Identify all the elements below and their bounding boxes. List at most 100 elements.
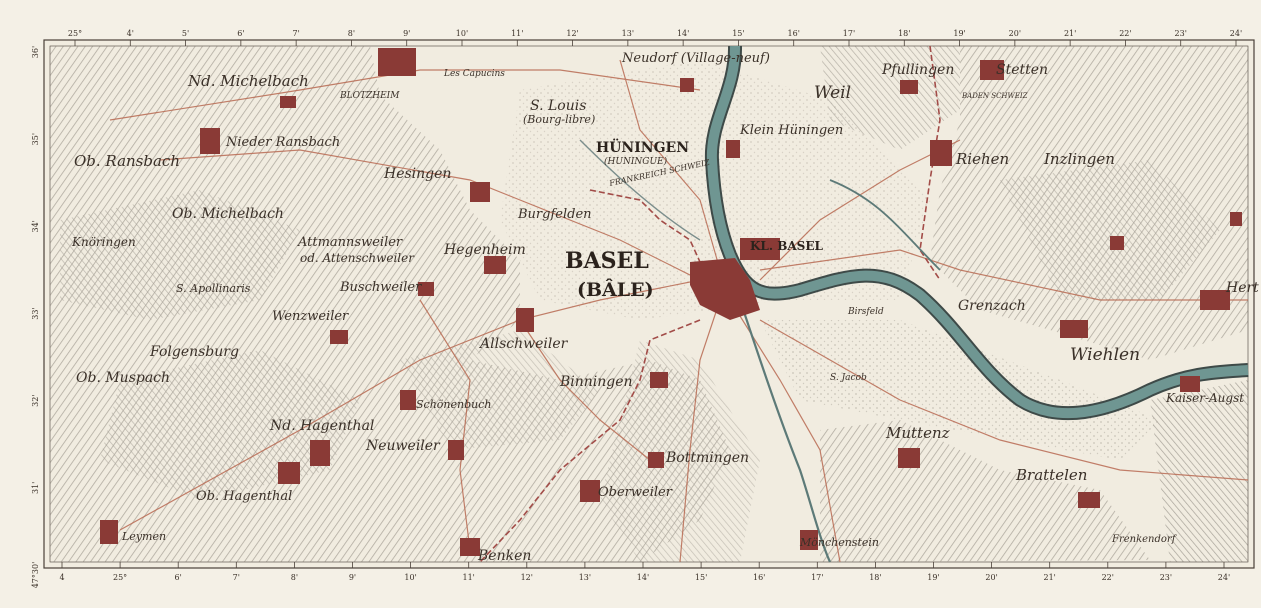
relief-shading (50, 46, 1248, 562)
label-michelbach-o: Ob. Michelbach (172, 206, 284, 222)
top-scale-tick-label: 24' (1230, 29, 1242, 38)
label-hagenthal-o: Ob. Hagenthal (196, 489, 292, 504)
label-frenkendorf: Frenkendorf (1111, 534, 1178, 545)
bottom-scale-tick-label: 15' (695, 573, 707, 582)
bottom-scale-tick-label: 20' (985, 573, 997, 582)
label-hert: Hert (1225, 280, 1259, 296)
left-scale-tick-label: 34' (31, 220, 40, 232)
label-attenschweiler: od. Attenschweiler (300, 251, 415, 265)
label-basel: BASEL (565, 248, 649, 274)
left-scale-tick-label: 33' (31, 307, 40, 319)
label-buschweiler: Buschweiler (339, 280, 422, 295)
label-hagenthal-n: Nd. Hagenthal (269, 418, 374, 434)
top-scale-tick-label: 9' (403, 29, 410, 38)
settlements (100, 48, 1242, 556)
bottom-scale-tick-label: 14' (637, 573, 649, 582)
bottom-scale-tick-label: 21' (1044, 573, 1056, 582)
bottom-scale-tick-label: 23' (1160, 573, 1172, 582)
label-michelbach-n: Nd. Michelbach (187, 72, 309, 90)
bottom-scale-tick-label: 24' (1218, 573, 1230, 582)
top-scale-tick-label: 5' (182, 29, 189, 38)
top-scale-tick-label: 10' (456, 29, 468, 38)
top-scale-tick-label: 17' (843, 29, 855, 38)
bottom-scale-tick-label: 18' (869, 573, 881, 582)
label-muspach: Ob. Muspach (76, 370, 170, 386)
bottom-scale-tick-label: 12' (521, 573, 533, 582)
left-scale-tick-label: 32' (31, 394, 40, 406)
bottom-scale-tick-label: 16' (753, 573, 765, 582)
left-scale: 36'35'34'33'32'31'47°30' (31, 46, 40, 588)
label-oberweiler: Oberweiler (598, 485, 673, 500)
left-scale-tick-label: 35' (31, 133, 40, 145)
label-bottmingen: Bottmingen (665, 450, 749, 466)
bottom-scale-tick-label: 22' (1102, 573, 1114, 582)
label-blotzheim: BLOTZHEIM (339, 91, 400, 101)
label-ransbach-o: Ob. Ransbach (74, 152, 180, 170)
label-st-jacob: S. Jacob (830, 373, 867, 383)
top-scale-tick-label: 20' (1009, 29, 1021, 38)
top-scale-tick-label: 7' (292, 29, 299, 38)
wiese-river (829, 179, 941, 271)
label-birsfeld: Birsfeld (847, 307, 884, 317)
left-scale-tick-label: 47°30' (31, 562, 40, 589)
top-scale: 25°4'5'6'7'8'9'10'11'12'13'14'15'16'17'1… (68, 29, 1242, 46)
top-scale-tick-label: 11' (511, 29, 523, 38)
label-allschwiler: Allschweiler (478, 336, 569, 352)
bottom-scale-tick-label: 8' (291, 573, 298, 582)
label-st-louis: S. Louis (530, 98, 586, 114)
label-nieder-ransbach: Nieder Ransbach (225, 135, 340, 150)
label-monchenstein: Mönchenstein (799, 536, 879, 549)
top-scale-tick-label: 23' (1175, 29, 1187, 38)
bottom-scale-tick-label: 9' (349, 573, 356, 582)
top-scale-tick-label: 19' (953, 29, 965, 38)
label-wiehlen: Wiehlen (1070, 345, 1140, 365)
label-binningen: Binningen (559, 374, 633, 390)
label-riehen: Riehen (955, 150, 1009, 168)
label-neudorf: Neudorf (Village-neuf) (621, 51, 770, 66)
top-scale-tick-label: 14' (677, 29, 689, 38)
rhine-river[interactable] (704, 45, 1249, 421)
top-scale-tick-label: 22' (1119, 29, 1131, 38)
bottom-scale-tick-label: 6' (175, 573, 182, 582)
label-leymen: Leymen (121, 530, 166, 543)
top-scale-tick-label: 13' (622, 29, 634, 38)
label-les-capucins: Les Capucins (443, 69, 505, 79)
label-inzlingen: Inzlingen (1043, 150, 1115, 168)
label-burgfelden: Burgfelden (517, 207, 592, 222)
top-scale-tick-label: 21' (1064, 29, 1076, 38)
bottom-scale-tick-label: 13' (579, 573, 591, 582)
birs-river (738, 299, 832, 563)
label-pratteln: Brattelen (1015, 466, 1087, 484)
top-scale-tick-label: 12' (566, 29, 578, 38)
top-scale-tick-label: 18' (898, 29, 910, 38)
label-wenzweiler: Wenzweiler (272, 309, 349, 324)
roads (109, 59, 1249, 563)
top-scale-tick-label: 16' (788, 29, 800, 38)
label-grenzach: Grenzach (958, 298, 1026, 314)
label-klein-huningen: Klein Hüningen (739, 123, 843, 138)
label-kl-basel: KL. BASEL (750, 239, 823, 253)
place-labels: BASEL (BÂLE) KL. BASEL HÜNINGEN (HUNINGU… (71, 51, 1259, 564)
border-line (479, 189, 701, 563)
label-bourg-libre: (Bourg-libre) (523, 113, 595, 126)
label-folgensburg: Folgensburg (149, 344, 239, 360)
label-weil: Weil (814, 83, 851, 103)
bottom-scale-tick-label: 25° (113, 573, 127, 582)
bottom-scale-tick-label: 10' (404, 573, 416, 582)
label-huningen: HÜNINGEN (596, 137, 689, 156)
left-scale-tick-label: 31' (31, 482, 40, 494)
top-scale-tick-label: 15' (732, 29, 744, 38)
label-knoringen: Knöringen (71, 235, 136, 249)
label-pfullingen: Pfullingen (881, 62, 954, 78)
label-schoenenbuch: Schönenbuch (416, 398, 491, 411)
top-scale-tick-label: 8' (348, 29, 355, 38)
label-benken: Benken (477, 548, 531, 564)
label-stetten: Stetten (996, 62, 1048, 78)
top-scale-tick-label: 4' (127, 29, 134, 38)
label-muttenz: Muttenz (885, 424, 950, 442)
bottom-scale-tick-label: 19' (927, 573, 939, 582)
top-scale-tick-label: 6' (237, 29, 244, 38)
